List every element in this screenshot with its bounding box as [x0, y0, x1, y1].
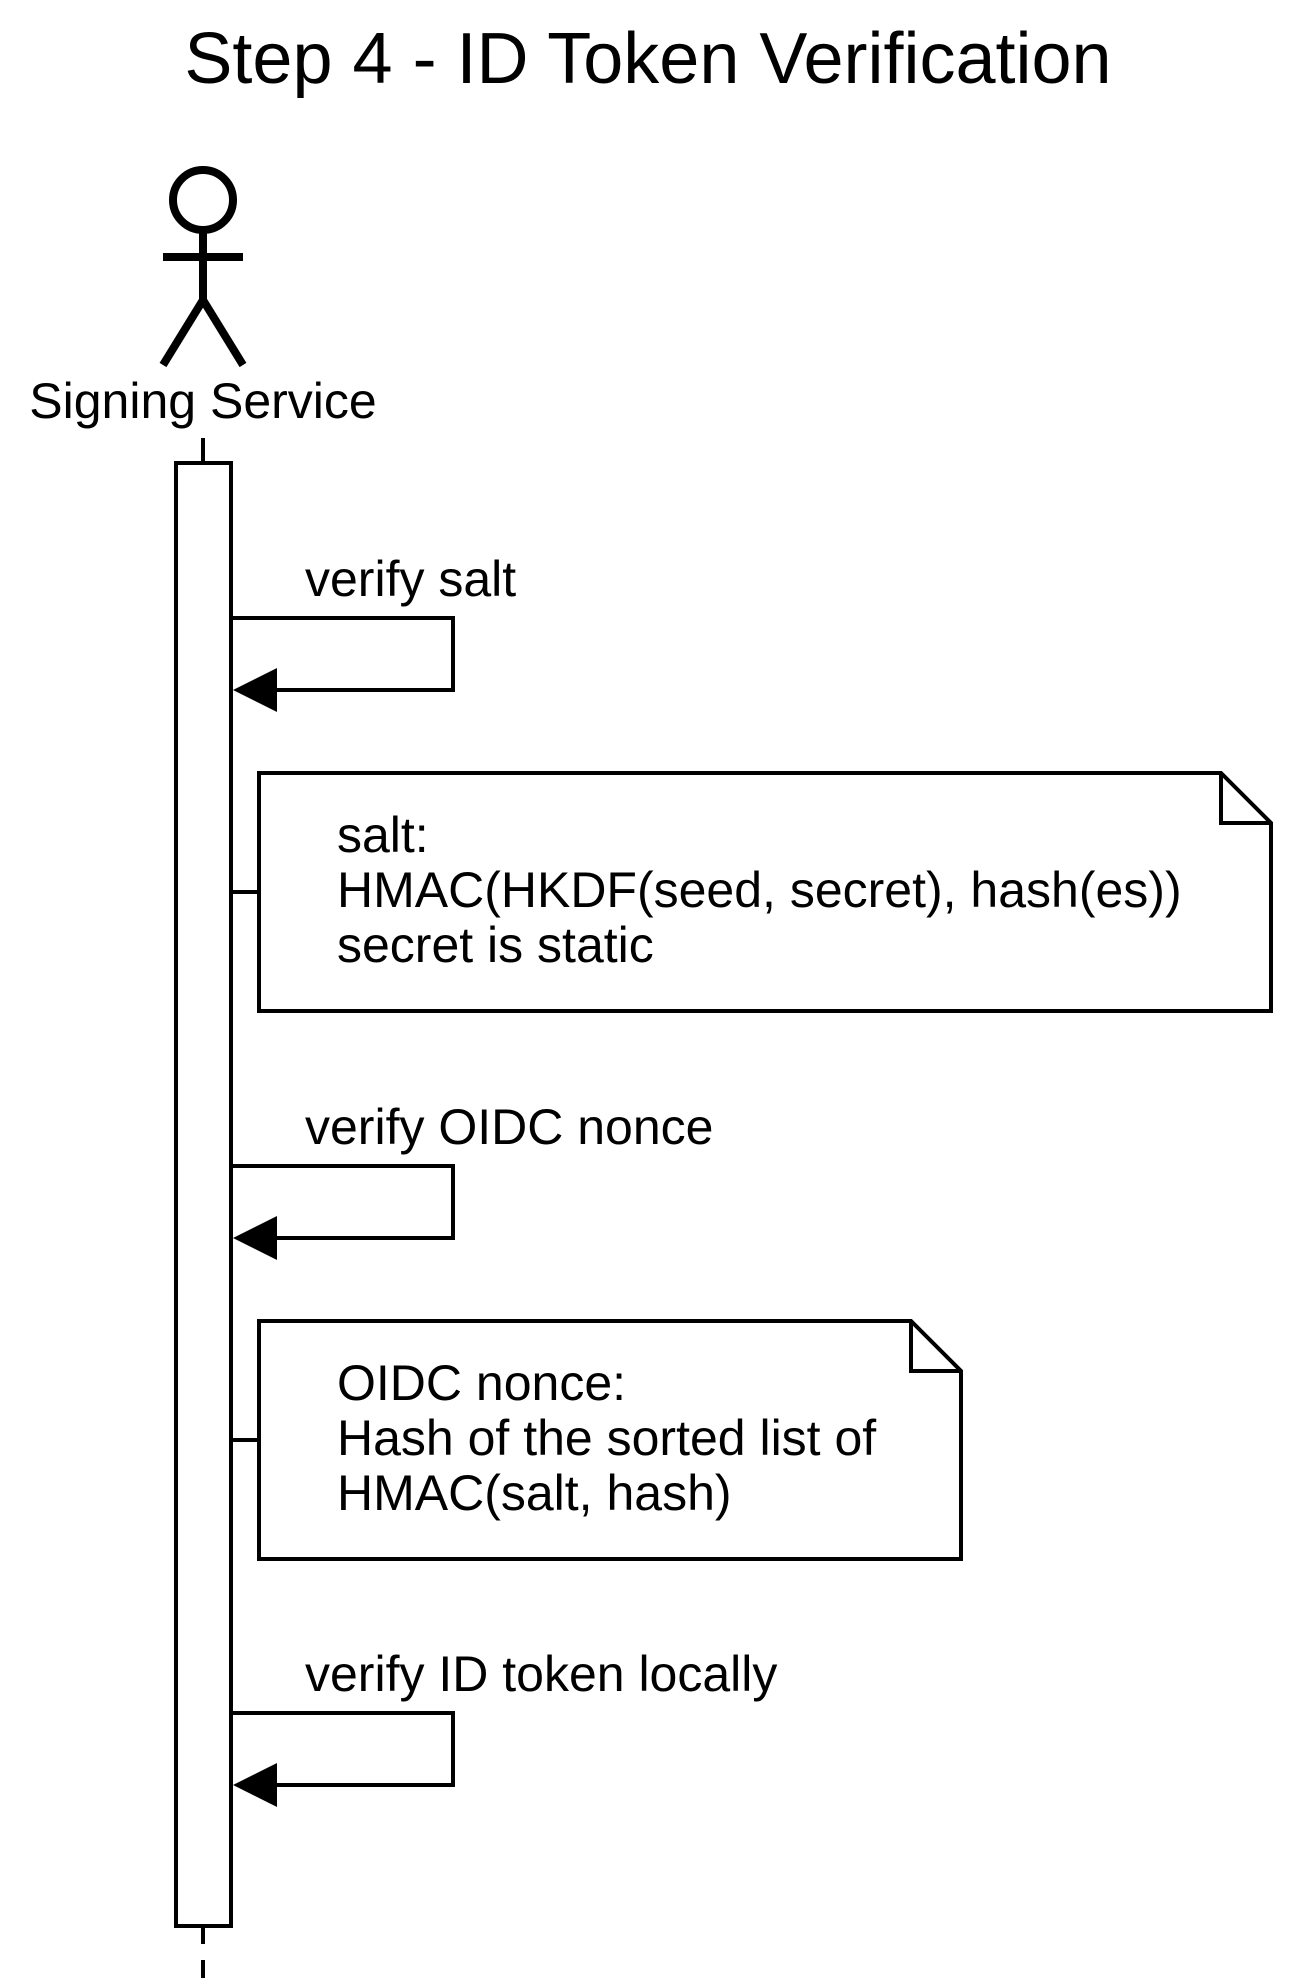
note-line: Hash of the sorted list of	[337, 1410, 876, 1466]
note-oidc-nonce: OIDC nonce: Hash of the sorted list of H…	[231, 1319, 963, 1561]
note-line: OIDC nonce:	[337, 1355, 626, 1411]
note-fold-icon	[909, 1321, 961, 1373]
arrowhead-icon	[233, 1763, 277, 1807]
stick-figure-actor-icon	[159, 166, 247, 368]
diagram-title: Step 4 - ID Token Verification	[184, 19, 1111, 99]
self-message-verify-oidc-nonce: verify OIDC nonce	[231, 1099, 713, 1260]
arrowhead-icon	[233, 668, 277, 712]
self-message-verify-salt: verify salt	[231, 551, 516, 712]
self-message-verify-id-token-locally: verify ID token locally	[231, 1646, 777, 1807]
note-line: HMAC(salt, hash)	[337, 1465, 732, 1521]
message-label: verify ID token locally	[305, 1646, 777, 1702]
note-salt: salt: HMAC(HKDF(seed, secret), hash(es))…	[231, 771, 1273, 1013]
actor-label: Signing Service	[29, 373, 376, 429]
activation-bar	[174, 461, 233, 1928]
message-label: verify OIDC nonce	[305, 1099, 713, 1155]
arrowhead-icon	[233, 1216, 277, 1260]
note-line: HMAC(HKDF(seed, secret), hash(es))	[337, 862, 1182, 918]
note-line: secret is static	[337, 917, 654, 973]
note-fold-icon	[1219, 773, 1271, 825]
note-line: salt:	[337, 807, 429, 863]
message-label: verify salt	[305, 551, 516, 607]
